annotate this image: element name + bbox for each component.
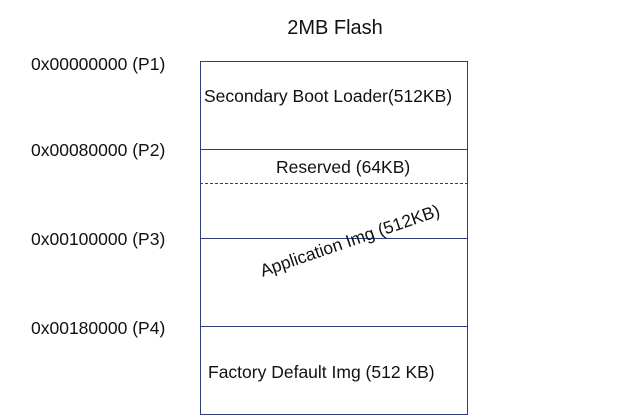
divider-p2 [200,149,468,150]
divider-p4 [200,326,468,327]
flash-title: 2MB Flash [287,17,383,39]
divider-p3 [200,238,468,239]
address-label-p3: 0x00100000 (P3) [31,229,166,249]
divider-reserved-end [200,183,468,184]
address-label-p2: 0x00080000 (P2) [31,140,166,160]
address-label-p4: 0x00180000 (P4) [31,318,166,338]
segment-factory-default-img: Factory Default Img (512 KB) [208,362,435,382]
segment-secondary-boot-loader: Secondary Boot Loader(512KB) [204,86,453,106]
segment-reserved: Reserved (64KB) [276,157,411,177]
address-label-p1: 0x00000000 (P1) [31,54,166,74]
